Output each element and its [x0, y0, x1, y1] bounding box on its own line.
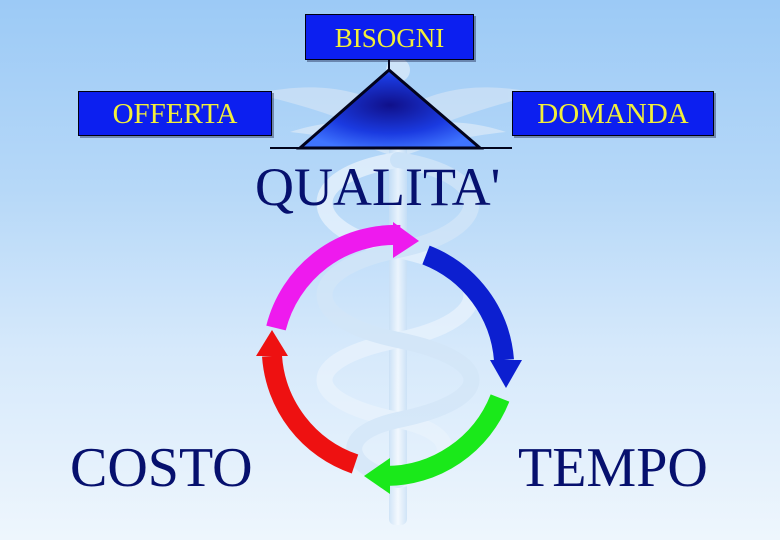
costo-label: COSTO [70, 437, 253, 499]
domanda-label: DOMANDA [537, 98, 689, 130]
bisogni-box: BISOGNI [305, 14, 474, 60]
offerta-box: OFFERTA [78, 91, 272, 136]
bisogni-label: BISOGNI [334, 23, 445, 53]
magenta-arrow [266, 222, 419, 331]
blue-arrow [422, 245, 522, 388]
red-arrow [256, 330, 359, 474]
tempo-label: TEMPO [518, 437, 708, 499]
offerta-label: OFFERTA [112, 98, 238, 130]
green-arrow [364, 394, 510, 494]
qualita-label: QUALITA' [255, 157, 501, 217]
domanda-box: DOMANDA [512, 91, 714, 136]
